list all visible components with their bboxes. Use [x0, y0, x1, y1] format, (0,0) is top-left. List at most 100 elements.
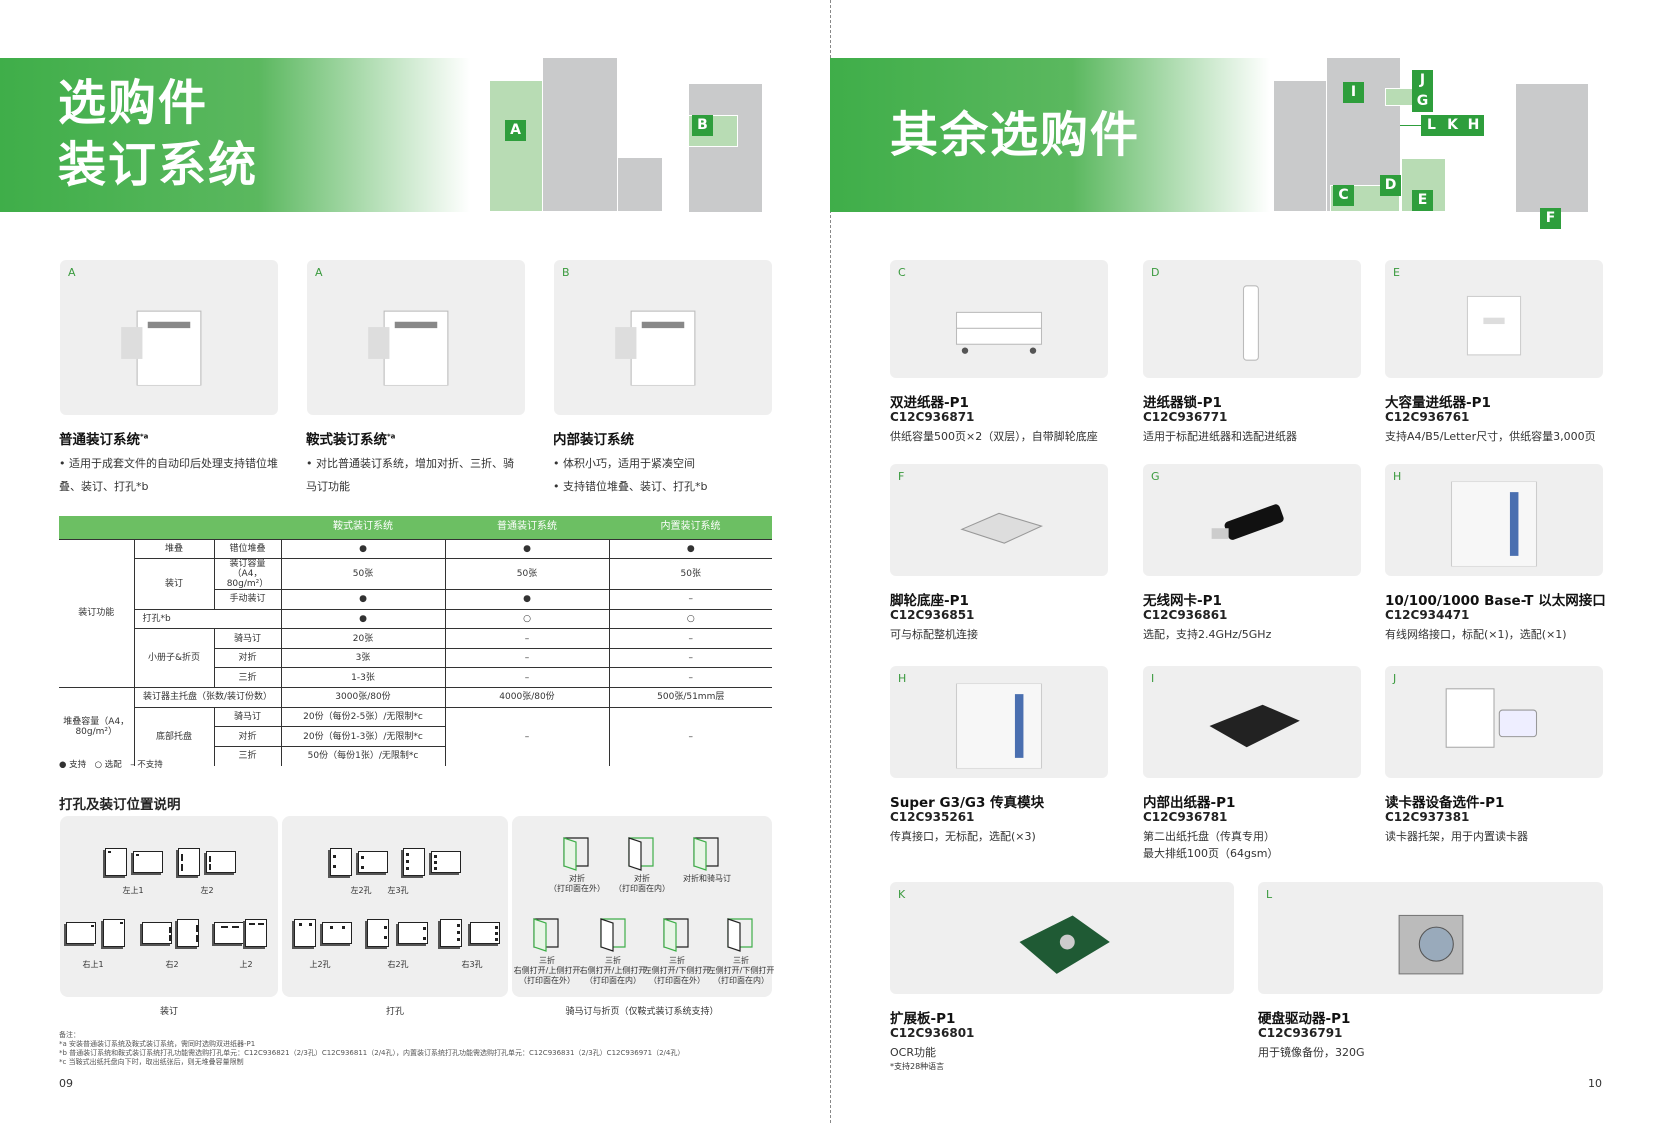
product-card: J [1385, 666, 1603, 778]
staple-position-label: 左上1 [122, 886, 143, 896]
fold-icon [560, 836, 594, 876]
diagram-label-c: C [1333, 185, 1354, 206]
footnote-ref: *a [140, 432, 149, 441]
label-line: 对折和骑马订 [683, 874, 731, 883]
cell: ● [280, 608, 446, 630]
staple-mark [309, 923, 312, 926]
product-image [1192, 280, 1312, 369]
paper-sheet-icon [358, 851, 388, 873]
right-header-band [830, 58, 1270, 212]
footnote: 备注： [59, 1031, 80, 1039]
row-label: 小册子&折页 [133, 628, 215, 689]
label-line: 右3孔 [461, 960, 483, 969]
staple-mark [120, 922, 123, 924]
product-title: 鞍式装订系统*a [306, 432, 396, 448]
row-sublabel: 对折 [213, 647, 282, 669]
label-line: 三折 [538, 956, 555, 965]
paper-sheet-icon [178, 848, 200, 876]
label-line: 左侧打开/下侧打开 [643, 966, 711, 975]
cell: 1-3张 [280, 667, 446, 689]
product-tag: B [562, 266, 570, 279]
paper-sheet-icon [440, 919, 462, 947]
punch-position-label: 右3孔 [461, 960, 482, 970]
product-image [1192, 481, 1312, 570]
fold-positions-panel [512, 816, 772, 997]
row-group-label: 装订功能 [59, 538, 135, 689]
product-tag: A [315, 266, 323, 279]
table-row: 三折 50份（每份1张）/无限制*c [59, 745, 772, 766]
paper-sheet-icon [206, 851, 236, 873]
staple-mark [384, 936, 387, 939]
cell: ● [280, 538, 446, 560]
row-sublabel: 骑马订 [213, 628, 282, 649]
label-line: 对折 [634, 874, 650, 883]
product-code: C12C936791 [1258, 1026, 1343, 1040]
product-card: H [890, 666, 1108, 778]
product-title: Super G3/G3 传真模块 [890, 795, 1045, 811]
staple-mark [361, 866, 364, 869]
table-row: 三折 1-3张 – – [59, 667, 772, 689]
fold-type-label: 三折右侧打开/上侧打开（打印面在内） [580, 956, 647, 986]
diagram-label-d: D [1380, 175, 1401, 196]
cell: ○ [444, 608, 610, 630]
label-line: 右侧打开/上侧打开 [579, 966, 647, 975]
row-label: 堆叠 [133, 538, 215, 560]
product-bullet: 马订功能 [306, 480, 350, 493]
cell: – [444, 706, 610, 766]
product-code: C12C936771 [1143, 410, 1228, 424]
row-label: 打孔*b [133, 608, 282, 630]
product-tag: F [898, 470, 905, 483]
staple-mark [384, 926, 387, 929]
product-card: D [1143, 260, 1361, 378]
cell: 500张/51mm层 [608, 687, 772, 708]
product-tag: J [1393, 672, 1397, 685]
staple-mark [181, 854, 183, 861]
row-sublabel: 三折 [213, 745, 282, 766]
row-sublabel: 装订容量（A4，80g/m²） [213, 558, 282, 591]
paper-sheet-icon [214, 922, 244, 944]
product-title: 脚轮底座-P1 [890, 593, 969, 609]
staple-mark [406, 853, 409, 856]
product-image [109, 301, 229, 390]
product-description: 适用于标配进纸器和选配进纸器 [1143, 430, 1297, 443]
diagram-label-f: F [1540, 208, 1561, 229]
fold-icon [597, 917, 631, 957]
label-line: 左上1 [122, 886, 144, 895]
label-line: 左3孔 [387, 886, 409, 895]
callout-line [1400, 125, 1421, 126]
product-image [939, 280, 1059, 369]
staple-mark [258, 923, 264, 925]
fold-icon [724, 917, 758, 957]
staple-mark [196, 935, 198, 942]
col-header: 鞍式装订系统 [281, 516, 445, 539]
diagram-label-a: A [505, 120, 526, 141]
punch-position-label: 上2孔 [309, 960, 330, 970]
page-fold-divider [830, 0, 831, 1123]
staple-mark [495, 926, 498, 929]
staple-mark [108, 851, 111, 853]
page-title: 选购件 装订系统 [58, 72, 258, 196]
table-row: 手动装订 ● ● – [59, 589, 772, 610]
fold-icon [625, 836, 659, 876]
product-code: C12C936851 [890, 608, 975, 622]
product-title: 10/100/1000 Base-T 以太网接口 [1385, 593, 1606, 609]
staple-mark [196, 925, 198, 932]
title-line-1: 选购件 [58, 75, 209, 131]
paper-sheet-icon [177, 919, 199, 947]
staple-mark [423, 927, 426, 930]
table-legend: ● 支持 ○ 选配 – 不支持 [59, 760, 163, 770]
staple-mark [299, 923, 302, 926]
paper-sheet-icon [470, 922, 500, 944]
fold-type-label: 对折和骑马订 [683, 874, 731, 884]
fold-type-label: 三折左侧打开/下侧打开（打印面在内） [708, 956, 775, 986]
cell: 4000张/80份 [444, 687, 610, 708]
product-card: K [890, 882, 1234, 994]
product-image [356, 301, 476, 390]
label-line: 上2孔 [309, 960, 331, 969]
staple-mark [181, 864, 183, 871]
table-row: 底部托盘 骑马订 20份（每份2-5张）/无限制*c – – [59, 706, 772, 766]
label-line: 左2 [200, 886, 214, 895]
product-image [1371, 899, 1491, 988]
cell: ● [444, 538, 610, 560]
product-card: E [1385, 260, 1603, 378]
